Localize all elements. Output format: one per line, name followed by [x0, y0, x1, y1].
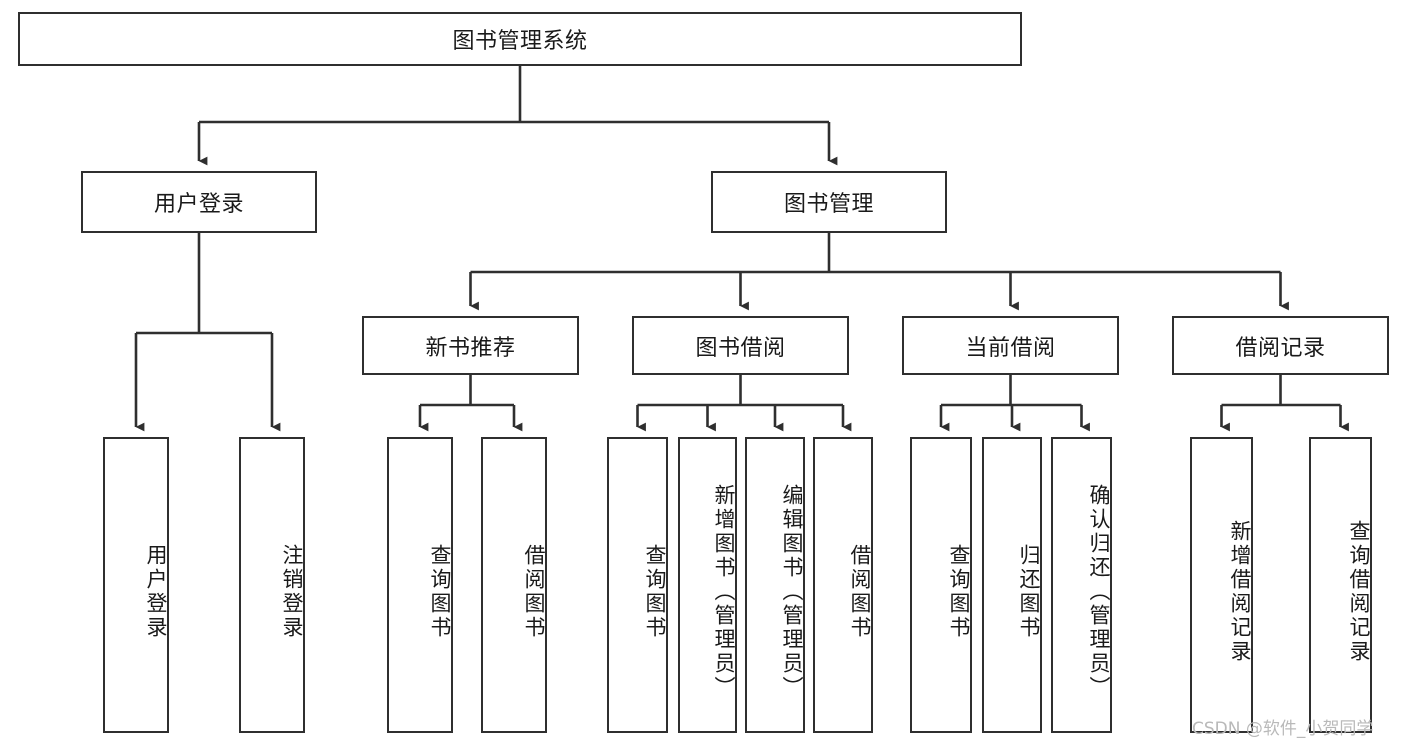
- node-label: 图书管理: [783, 192, 874, 217]
- node-label: 查询图书: [428, 544, 452, 640]
- node-label: 图书借阅: [695, 335, 786, 361]
- node-leaf-nb-query: 查询图书: [387, 437, 453, 733]
- node-leaf-cur-return: 归还图书: [982, 437, 1042, 733]
- node-leaf-cur-confirm: 确认归还（管理员）: [1051, 437, 1112, 733]
- node-leaf-user-logout: 注销登录: [239, 437, 305, 733]
- node-leaf-user-login: 用户登录: [103, 437, 169, 733]
- node-label: 查询借阅记录: [1347, 520, 1371, 664]
- node-borrow: 图书借阅: [632, 316, 849, 375]
- node-leaf-nb-borrow: 借阅图书: [481, 437, 547, 733]
- node-label: 编辑图书（管理员）: [780, 484, 804, 700]
- connector-group: [134, 66, 1349, 432]
- node-leaf-bw-add: 新增图书（管理员）: [678, 437, 737, 733]
- node-label: 借阅图书: [848, 544, 872, 640]
- node-label: 借阅图书: [522, 544, 546, 640]
- node-leaf-cur-query: 查询图书: [910, 437, 972, 733]
- node-label: 新增图书（管理员）: [712, 484, 736, 700]
- node-label: 图书管理系统: [452, 29, 588, 54]
- node-label: 注销登录: [280, 544, 304, 640]
- node-leaf-rec-add: 新增借阅记录: [1190, 437, 1253, 733]
- node-label: 归还图书: [1017, 544, 1041, 640]
- node-leaf-bw-edit: 编辑图书（管理员）: [745, 437, 805, 733]
- node-leaf-bw-borrow: 借阅图书: [813, 437, 873, 733]
- node-label: 当前借阅: [965, 335, 1056, 361]
- node-root: 图书管理系统: [18, 12, 1022, 66]
- node-current: 当前借阅: [902, 316, 1119, 375]
- node-label: 新增借阅记录: [1228, 520, 1252, 664]
- node-label: 用户登录: [153, 192, 244, 217]
- node-label: 借阅记录: [1235, 335, 1326, 361]
- node-leaf-bw-query: 查询图书: [607, 437, 668, 733]
- node-newbook: 新书推荐: [362, 316, 579, 375]
- node-records: 借阅记录: [1172, 316, 1389, 375]
- node-label: 确认归还（管理员）: [1087, 484, 1111, 700]
- node-leaf-rec-query: 查询借阅记录: [1309, 437, 1372, 733]
- node-login: 用户登录: [81, 171, 317, 233]
- node-label: 用户登录: [144, 544, 168, 640]
- node-label: 查询图书: [643, 544, 667, 640]
- node-label: 查询图书: [947, 544, 971, 640]
- node-bookmgmt: 图书管理: [711, 171, 947, 233]
- node-label: 新书推荐: [425, 335, 516, 361]
